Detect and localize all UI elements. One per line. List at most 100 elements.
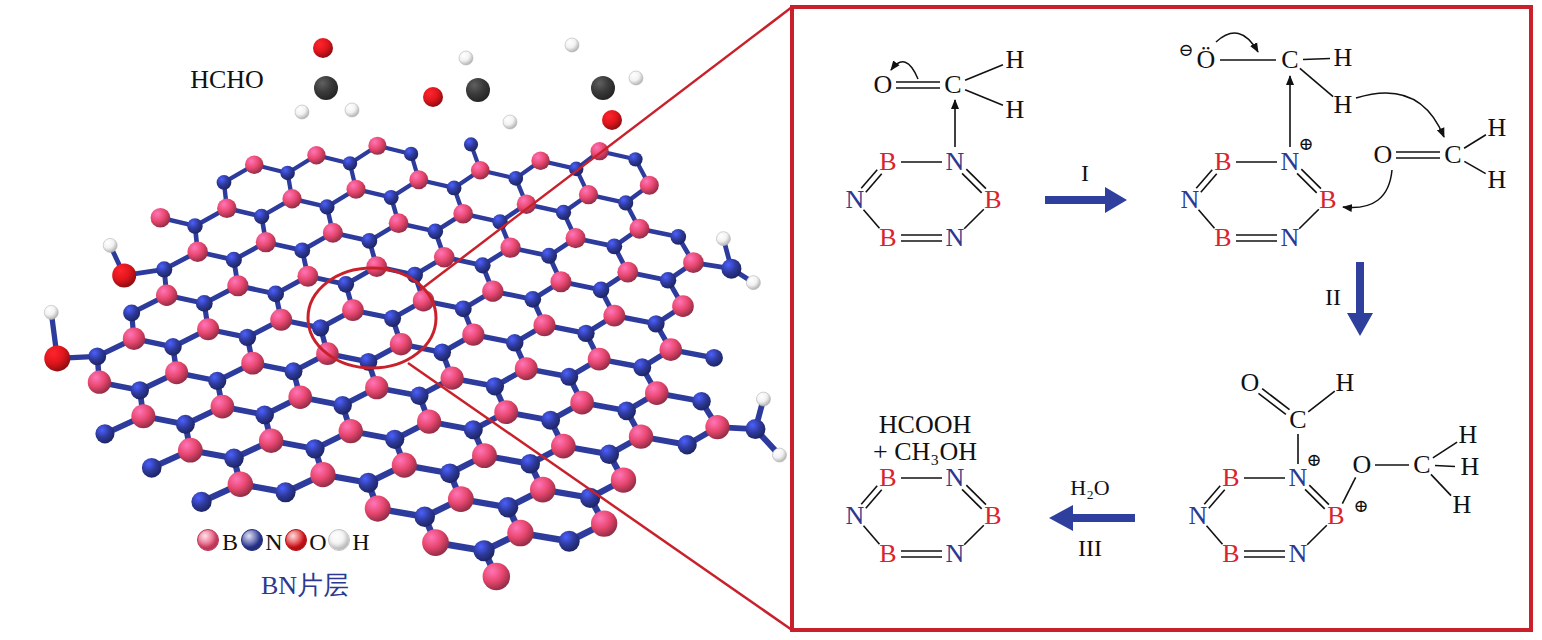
chemical-bond	[964, 525, 984, 545]
lattice-atom	[156, 285, 177, 306]
legend-swatch	[197, 529, 219, 551]
chemical-bond	[1396, 157, 1440, 159]
lattice-atom	[323, 223, 343, 243]
chemical-bond	[864, 210, 880, 228]
lattice-atom	[88, 348, 106, 366]
atom-label: H	[1459, 421, 1478, 448]
mechanism-frame: OCHHBNNBBNI⊖ÖCHHOCHHBN⊕NBBNIIOHCOCHHHBN⊕…	[790, 5, 1533, 632]
lattice-atom	[358, 473, 378, 493]
lattice-atom	[629, 219, 649, 239]
lattice-atom	[385, 430, 404, 449]
chemical-bond	[1244, 477, 1285, 479]
atom-label: C	[1444, 141, 1461, 168]
legend-text: N	[265, 530, 282, 555]
atom-label: Ö	[1197, 46, 1216, 73]
chemical-bond	[866, 174, 882, 192]
atom-label: H₂O	[1070, 476, 1109, 499]
atom-label: B	[1327, 502, 1344, 529]
lattice-atom	[500, 238, 520, 258]
atom-label: N	[946, 540, 965, 567]
lattice-atom	[280, 166, 295, 181]
lattice-atom	[414, 507, 435, 528]
lattice-atom	[462, 324, 484, 346]
lattice-atom	[482, 281, 503, 302]
curved-arrow	[1216, 33, 1258, 52]
lattice-atom	[389, 213, 409, 233]
lattice-atom	[227, 275, 248, 296]
lattice-atom	[603, 305, 625, 327]
lattice-atom	[560, 368, 578, 386]
chemical-bond	[1308, 391, 1335, 412]
atom-label: N	[846, 186, 865, 213]
atom-label: H	[1334, 44, 1353, 71]
lattice-atom	[131, 381, 149, 399]
atom-label: ⊕	[1306, 451, 1321, 470]
lattice-atom	[307, 146, 325, 164]
chemical-bond	[1309, 485, 1329, 505]
lattice-atom	[628, 152, 642, 166]
chemical-bond	[965, 90, 1003, 105]
atom-label: H	[1006, 46, 1025, 73]
lattice-atom	[310, 462, 335, 487]
atom-label: C	[1289, 406, 1306, 433]
lattice-atom	[294, 242, 310, 258]
chemical-bond	[901, 477, 942, 479]
curved-arrow	[891, 62, 918, 79]
lattice-atom	[617, 401, 636, 420]
lattice-atom	[531, 151, 549, 169]
lattice-atom	[208, 372, 226, 390]
leader-line	[408, 363, 792, 630]
bn-sheet	[51, 137, 779, 591]
lattice-atom	[384, 310, 401, 327]
lattice-atom	[365, 376, 388, 399]
lattice-atom	[305, 439, 324, 458]
lattice-atom	[196, 295, 213, 312]
lattice-atom	[570, 391, 594, 415]
chemical-bond	[866, 490, 882, 508]
chemical-bond	[1431, 474, 1451, 495]
chemical-bond	[901, 556, 942, 558]
lattice-atom	[384, 190, 399, 205]
lattice-atom	[633, 358, 651, 376]
atom-label: H	[1006, 96, 1025, 123]
molecule-atom	[313, 38, 333, 58]
chemical-bond	[1236, 161, 1277, 163]
lattice-atom	[472, 443, 497, 468]
lattice-atom	[705, 415, 729, 439]
chemical-bond	[1262, 389, 1289, 410]
leader-line	[420, 7, 792, 290]
lattice-atom	[593, 282, 610, 299]
lattice-atom	[551, 434, 576, 459]
chemical-bond	[965, 65, 1003, 80]
atom-label: B	[879, 224, 896, 251]
atom-label: C	[944, 71, 961, 98]
chemical-bond	[1435, 465, 1455, 467]
chemical-bond	[1297, 173, 1317, 193]
lattice-atom	[333, 396, 352, 415]
lattice-atom	[541, 411, 560, 430]
atom-label: N	[946, 148, 965, 175]
reaction-arrow	[1347, 262, 1373, 336]
atom-label: H	[1461, 453, 1480, 480]
atom-label: B	[1319, 186, 1336, 213]
lattice-atom	[95, 424, 114, 443]
atom-label: B	[879, 540, 896, 567]
chemical-bond	[896, 81, 940, 83]
molecule-atom	[745, 419, 765, 439]
lattice-atom	[683, 252, 704, 273]
chemical-bond	[1300, 68, 1333, 96]
lattice-atom	[464, 420, 483, 439]
lattice-atom	[255, 405, 274, 424]
atom-label: C	[1413, 451, 1430, 478]
lattice-atom	[404, 147, 418, 161]
atom-label: H	[1488, 166, 1507, 193]
atom-label: N	[1281, 224, 1300, 251]
atom-label: B	[1222, 464, 1239, 491]
mechanism-drawing	[861, 33, 1486, 557]
atom-label: B	[1214, 148, 1231, 175]
curved-arrow	[1356, 93, 1444, 137]
chemical-bond	[1244, 556, 1285, 558]
chemical-bond	[1220, 59, 1276, 61]
lattice-atom	[508, 171, 523, 186]
lattice-atom	[577, 325, 594, 342]
